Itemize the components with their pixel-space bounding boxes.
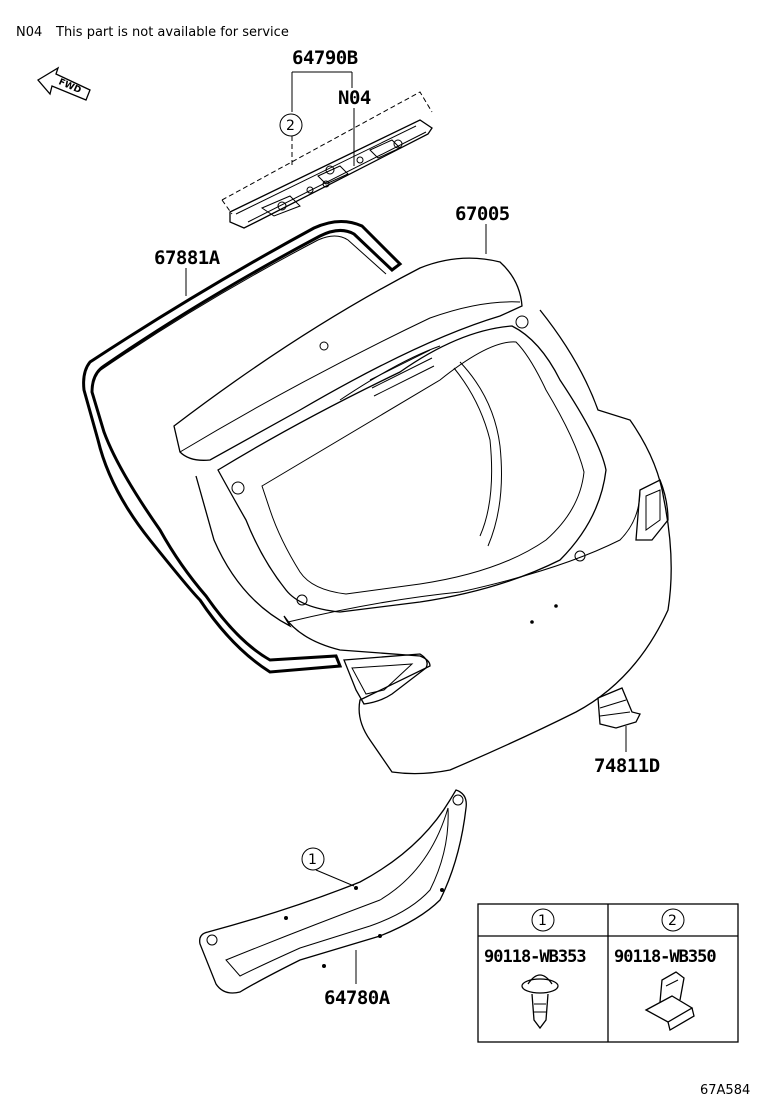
push-clip-icon <box>521 974 559 1030</box>
back-door-panel-drawing <box>173 257 672 775</box>
fastener-table: 1 2 90118-WB353 90118-WB350 <box>477 903 739 1043</box>
fwd-arrow-icon: FWD <box>37 66 91 101</box>
label-64790B: 64790B <box>292 47 358 69</box>
note-text: This part is not available for service <box>55 25 289 40</box>
retainer-clip-icon <box>644 971 695 1031</box>
label-64780A: 64780A <box>324 987 391 1009</box>
label-74811D: 74811D <box>594 755 660 777</box>
bumper-cushion-drawing <box>597 687 641 729</box>
note-code: N04 <box>16 25 42 40</box>
illustration-code: 67A584 <box>700 1083 750 1098</box>
label-N04: N04 <box>338 87 371 109</box>
weatherstrip-drawing <box>82 220 403 674</box>
label-67005: 67005 <box>455 203 510 225</box>
table-part-number-1: 90118-WB353 <box>484 947 586 967</box>
table-part-number-2: 90118-WB350 <box>614 947 716 967</box>
label-67881A: 67881A <box>154 247 221 269</box>
table-marker-2: 2 <box>668 913 677 929</box>
clip-1-callout: 1 <box>308 852 317 868</box>
trim-board-drawing <box>199 789 467 994</box>
retainer-bracket-drawing <box>221 91 433 229</box>
clip-2-callout: 2 <box>286 118 295 134</box>
table-marker-1: 1 <box>538 913 547 929</box>
